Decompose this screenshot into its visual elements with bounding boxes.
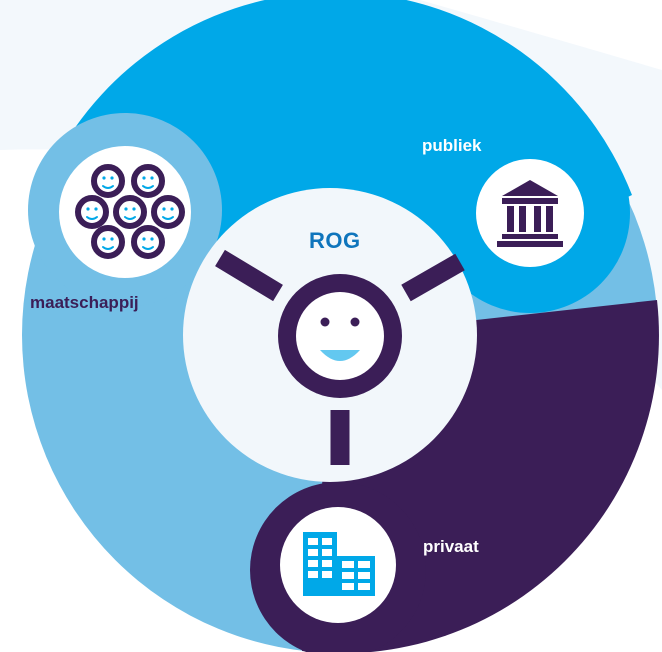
spoke-right: [401, 253, 465, 302]
spoke-left: [215, 249, 283, 302]
people-group-icon: [59, 146, 191, 278]
person-face-icon: [278, 274, 402, 398]
office-building-icon: [280, 507, 396, 623]
maatschappij-label: maatschappij: [30, 293, 139, 312]
government-building-icon: [476, 159, 584, 267]
rog-center-label: ROG: [309, 228, 361, 253]
publiek-label: publiek: [422, 136, 482, 155]
privaat-label: privaat: [423, 537, 479, 556]
